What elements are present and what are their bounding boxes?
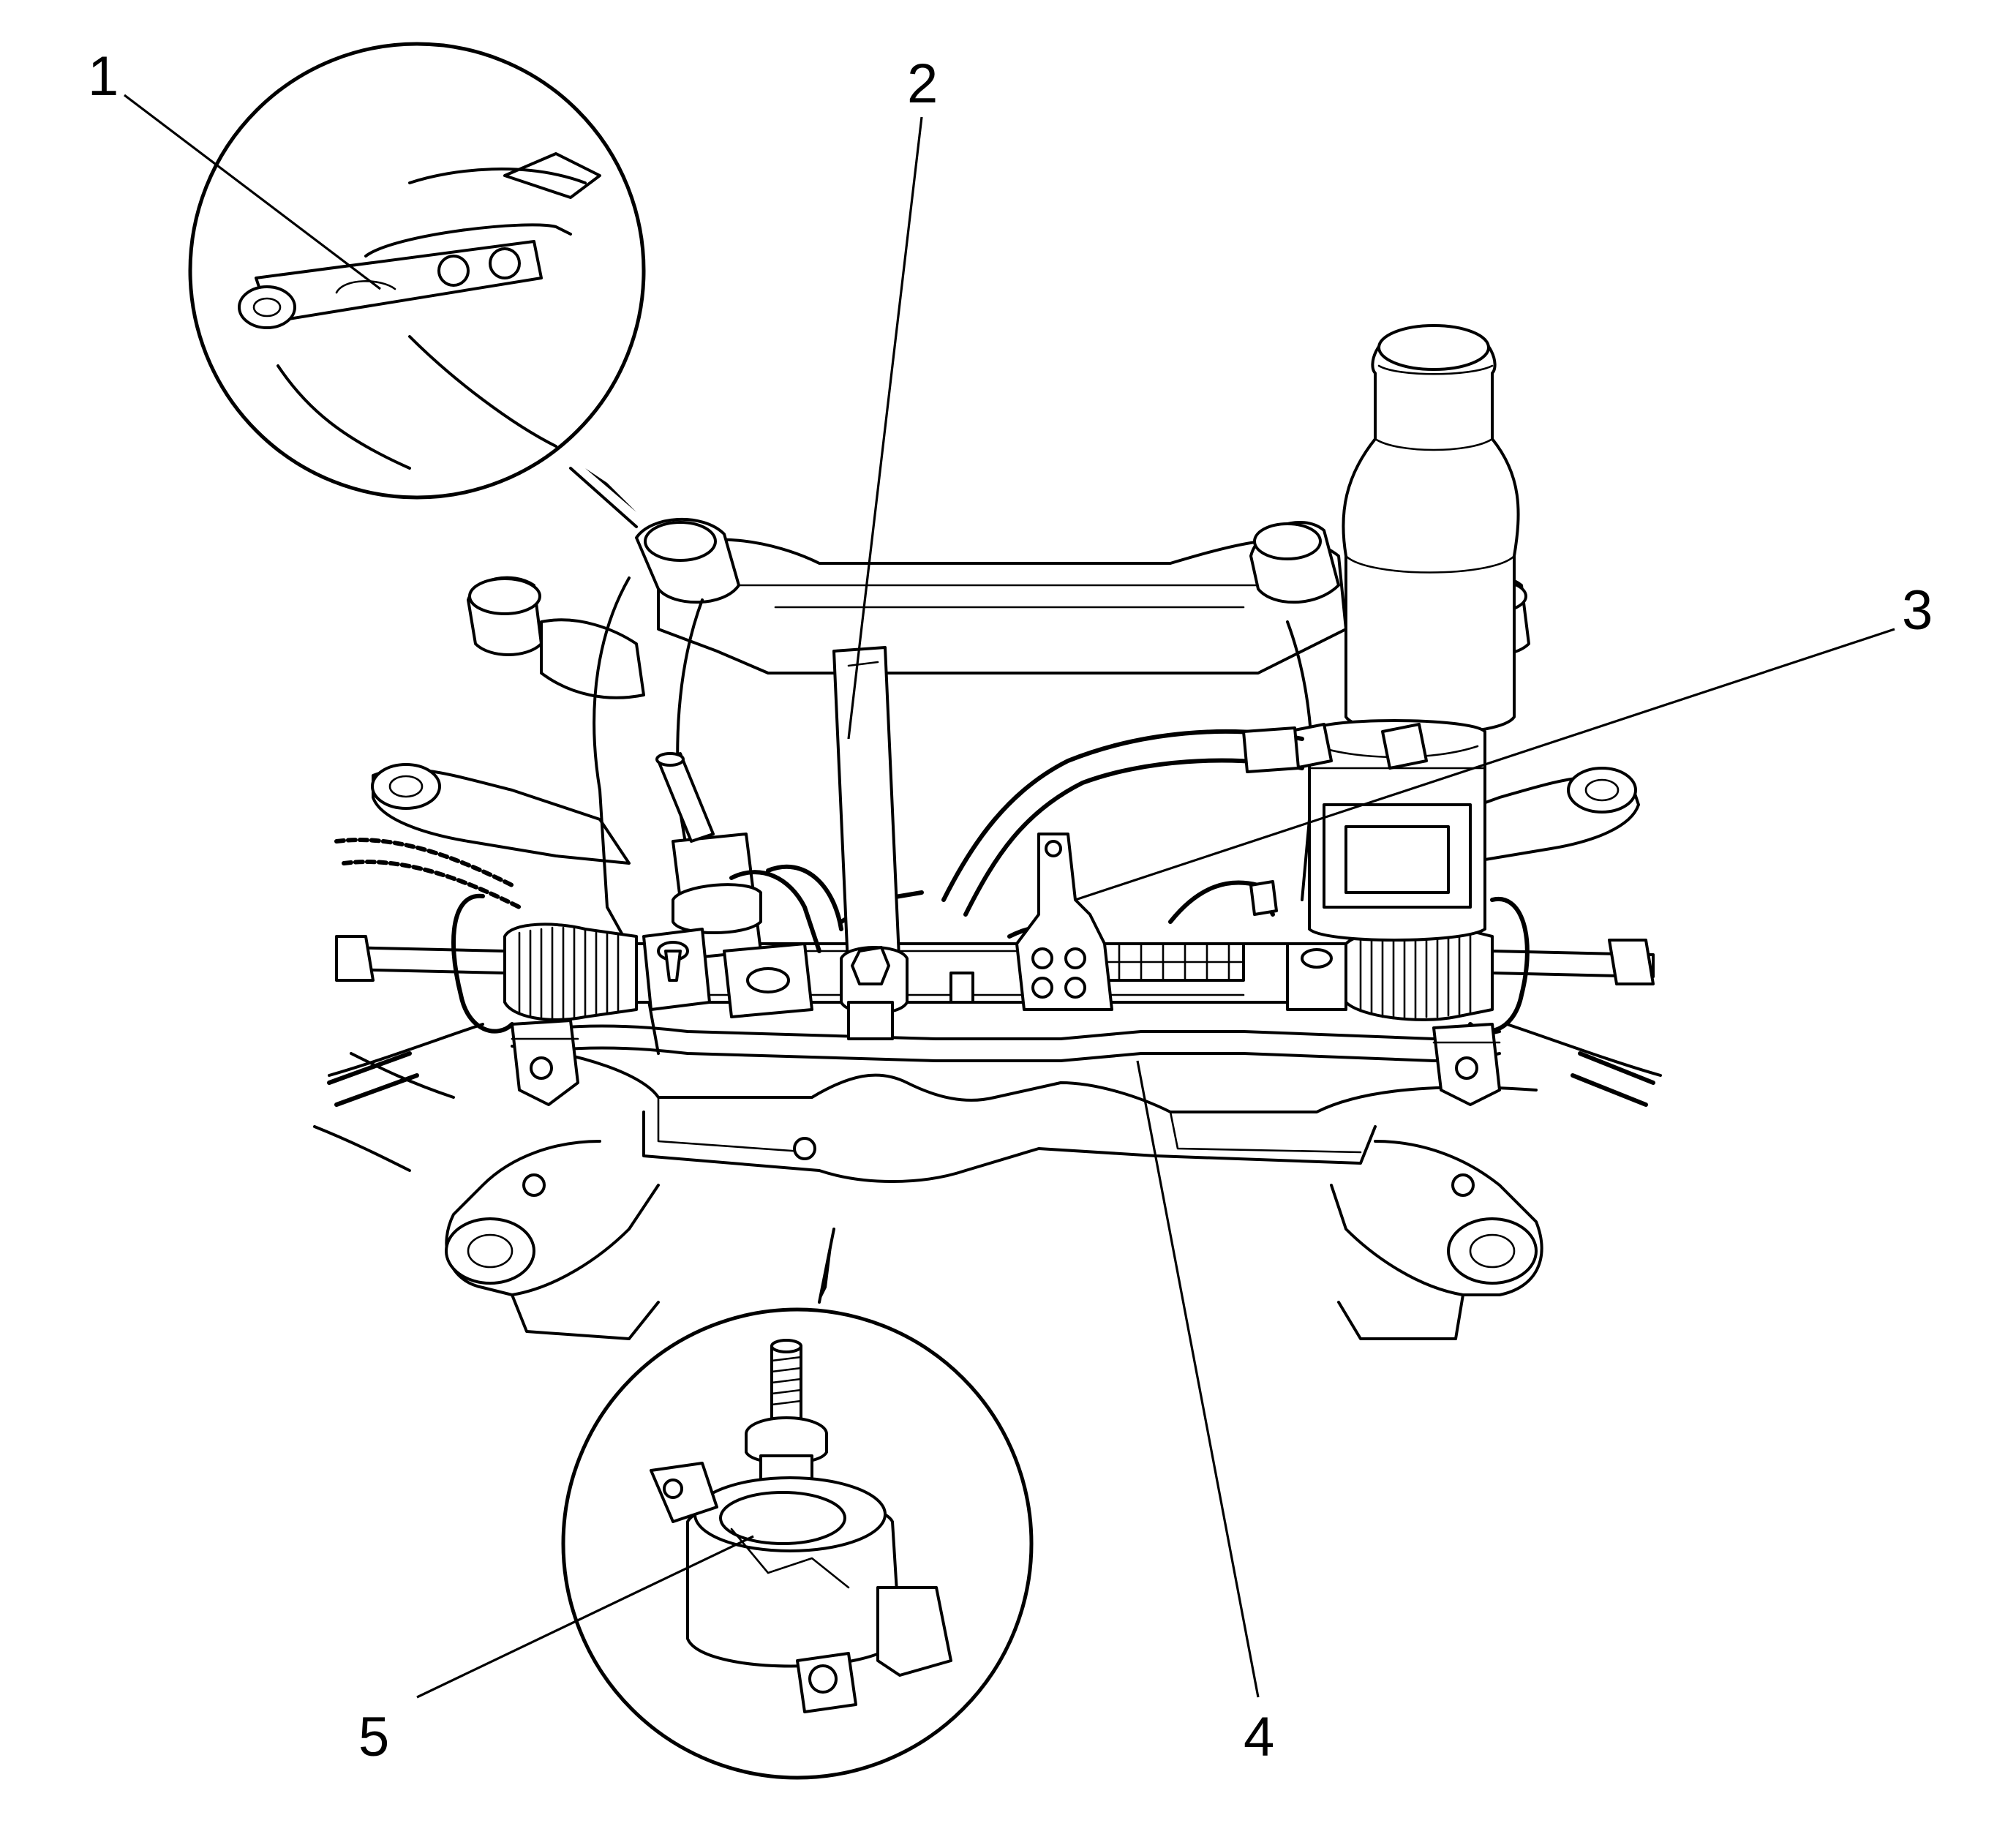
callout-labels: 1 2 3 4 5 [88, 45, 1933, 1768]
power-steering-pump [941, 324, 1520, 953]
detail-view-mount [188, 42, 646, 528]
stabilizer-bar [327, 1019, 1655, 1107]
left-frame-line [328, 1023, 484, 1077]
callout-2: 2 [907, 53, 938, 115]
left-harness [334, 838, 514, 887]
right-frame-line [1505, 1023, 1662, 1077]
steering-gear-bracket [1015, 833, 1113, 1011]
steering-gear [335, 752, 1655, 1034]
callout-5: 5 [358, 1706, 389, 1768]
callout-4: 4 [1244, 1706, 1274, 1768]
leader-lines [124, 94, 1895, 1699]
support-tool [832, 646, 909, 1040]
callout-3: 3 [1902, 579, 1933, 642]
detail-view-bushing [561, 1228, 1034, 1780]
left-harness-lower [342, 860, 522, 909]
callout-1: 1 [88, 45, 119, 108]
